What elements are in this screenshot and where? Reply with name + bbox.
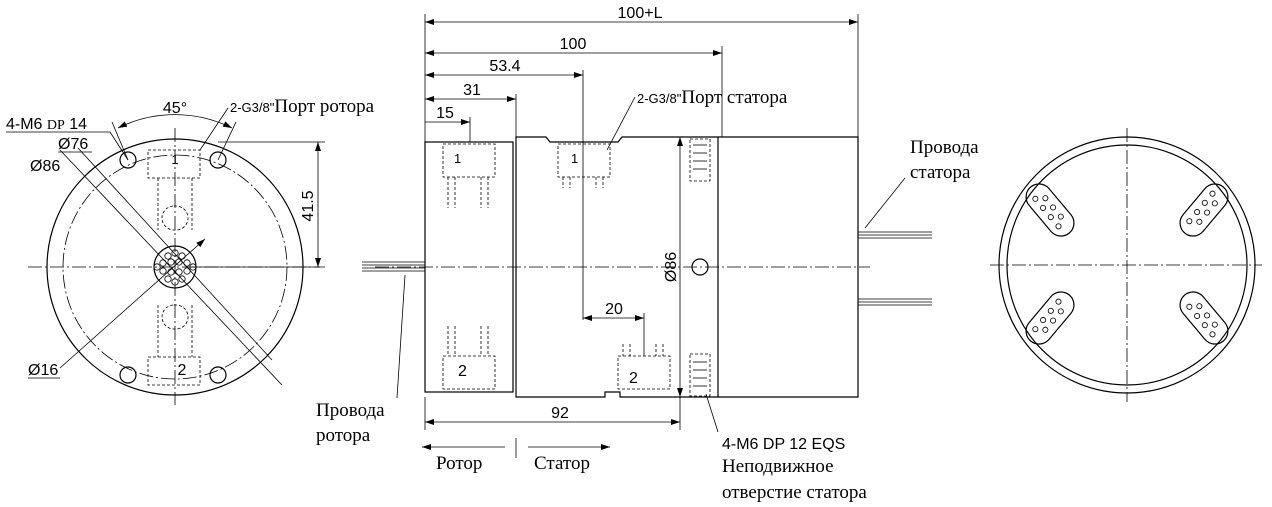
rotor-end-view: 1 2 45° 41.5 4-M6 DP 14 Ø76 Ø86 Ø16 2-G3… (6, 96, 375, 405)
wire-slot (1025, 291, 1075, 345)
angle-arc (117, 114, 233, 129)
mount-hole (209, 366, 227, 384)
dia-76-label: Ø76 (58, 136, 88, 153)
wire-slot (1179, 183, 1229, 237)
rotor-port-2: 2 (458, 363, 467, 380)
dim-dia86-label: Ø86 (663, 252, 680, 282)
port-number-2: 2 (178, 362, 187, 379)
stator-port-2: 2 (629, 370, 638, 387)
stator-port-1: 1 (571, 151, 578, 166)
port-number-1: 1 (171, 152, 178, 167)
dim-100-label: 100 (560, 36, 587, 53)
dim-92-label: 92 (551, 405, 569, 422)
fix-hole-label-1: Неподвижное (722, 456, 834, 477)
stator-wires-leader (864, 177, 906, 229)
rotor-label: Ротор (436, 453, 482, 474)
mount-hole (119, 151, 137, 169)
angle-label: 45° (163, 100, 187, 117)
dim-15-label: 15 (436, 105, 454, 122)
dim-53-4-label: 53.4 (489, 58, 520, 75)
mount-hole (209, 151, 227, 169)
dia-16-label: Ø16 (28, 362, 58, 379)
rotor-wires-label-1: Провода (316, 400, 385, 421)
dim-total-label: 100+L (618, 5, 663, 22)
rotor-wires-leader (396, 274, 406, 399)
thread-spec: 4-M6 DP 14 (6, 116, 87, 133)
side-hole (691, 258, 709, 276)
dim-20-label: 20 (605, 301, 623, 318)
stator-wires-label-2: статора (910, 162, 971, 183)
stator-wires-label-1: Провода (910, 137, 979, 158)
stator-body (515, 136, 859, 398)
stator-port-label: 2-G3/8"Порт статора (637, 87, 788, 108)
fix-hole-label-2: отверстие статора (722, 482, 867, 503)
mount-hole (119, 366, 137, 384)
wire-slot (1179, 291, 1229, 345)
stator-end-view (990, 128, 1262, 402)
fix-hole-spec: 4-M6 DP 12 EQS (722, 436, 845, 453)
dia86-leader (59, 149, 283, 386)
stator-label: Статор (534, 453, 590, 474)
rotor-port-label: 2-G3/8"Порт ротора (230, 96, 375, 117)
dia16-leader (59, 238, 206, 369)
side-view: 1 2 1 2 100+L 100 53.4 31 15 (316, 5, 979, 503)
dim-31-label: 31 (463, 82, 481, 99)
rotor-wires-label-2: ротора (316, 425, 371, 446)
rotor-port-1: 1 (454, 151, 461, 166)
dia-86-label: Ø86 (30, 158, 60, 175)
dim-41-5-label: 41.5 (300, 190, 317, 221)
wire-slot (1025, 183, 1075, 237)
dia76-leader (77, 147, 273, 361)
